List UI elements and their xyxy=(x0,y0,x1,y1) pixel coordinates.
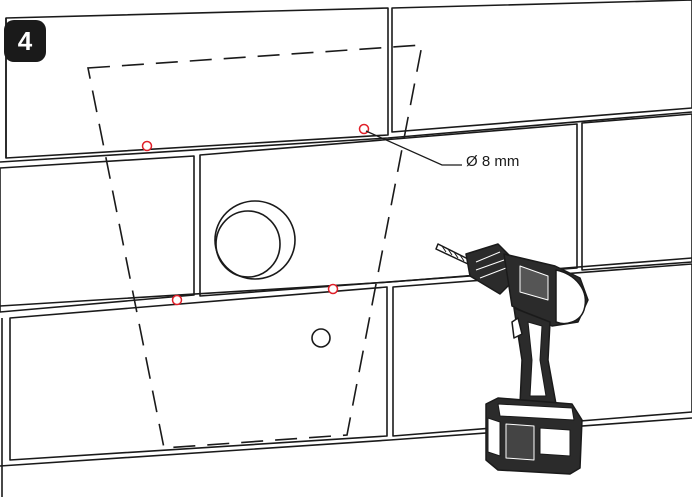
mortar-line xyxy=(0,417,692,467)
brick xyxy=(5,7,389,159)
brick xyxy=(581,113,692,271)
brick xyxy=(9,286,388,461)
mortar-line xyxy=(0,257,692,307)
small-hole xyxy=(311,328,331,348)
drill-point-marker xyxy=(141,140,153,152)
brick xyxy=(0,155,195,313)
drill-chuck xyxy=(465,243,513,295)
brick xyxy=(391,0,692,133)
drill-point-marker xyxy=(171,294,183,306)
brick xyxy=(199,123,578,297)
callout-leader xyxy=(365,130,462,166)
cordless-drill-icon xyxy=(435,243,589,475)
wall-hole-icon xyxy=(214,200,296,280)
mortar-line xyxy=(0,111,692,163)
device-outline-dashed xyxy=(87,44,423,449)
brick xyxy=(392,263,692,437)
drill-point-marker xyxy=(327,283,339,295)
drill-diameter-label: Ø 8 mm xyxy=(466,153,520,170)
step-number-badge: 4 xyxy=(4,20,46,62)
drill-bit xyxy=(435,243,471,265)
